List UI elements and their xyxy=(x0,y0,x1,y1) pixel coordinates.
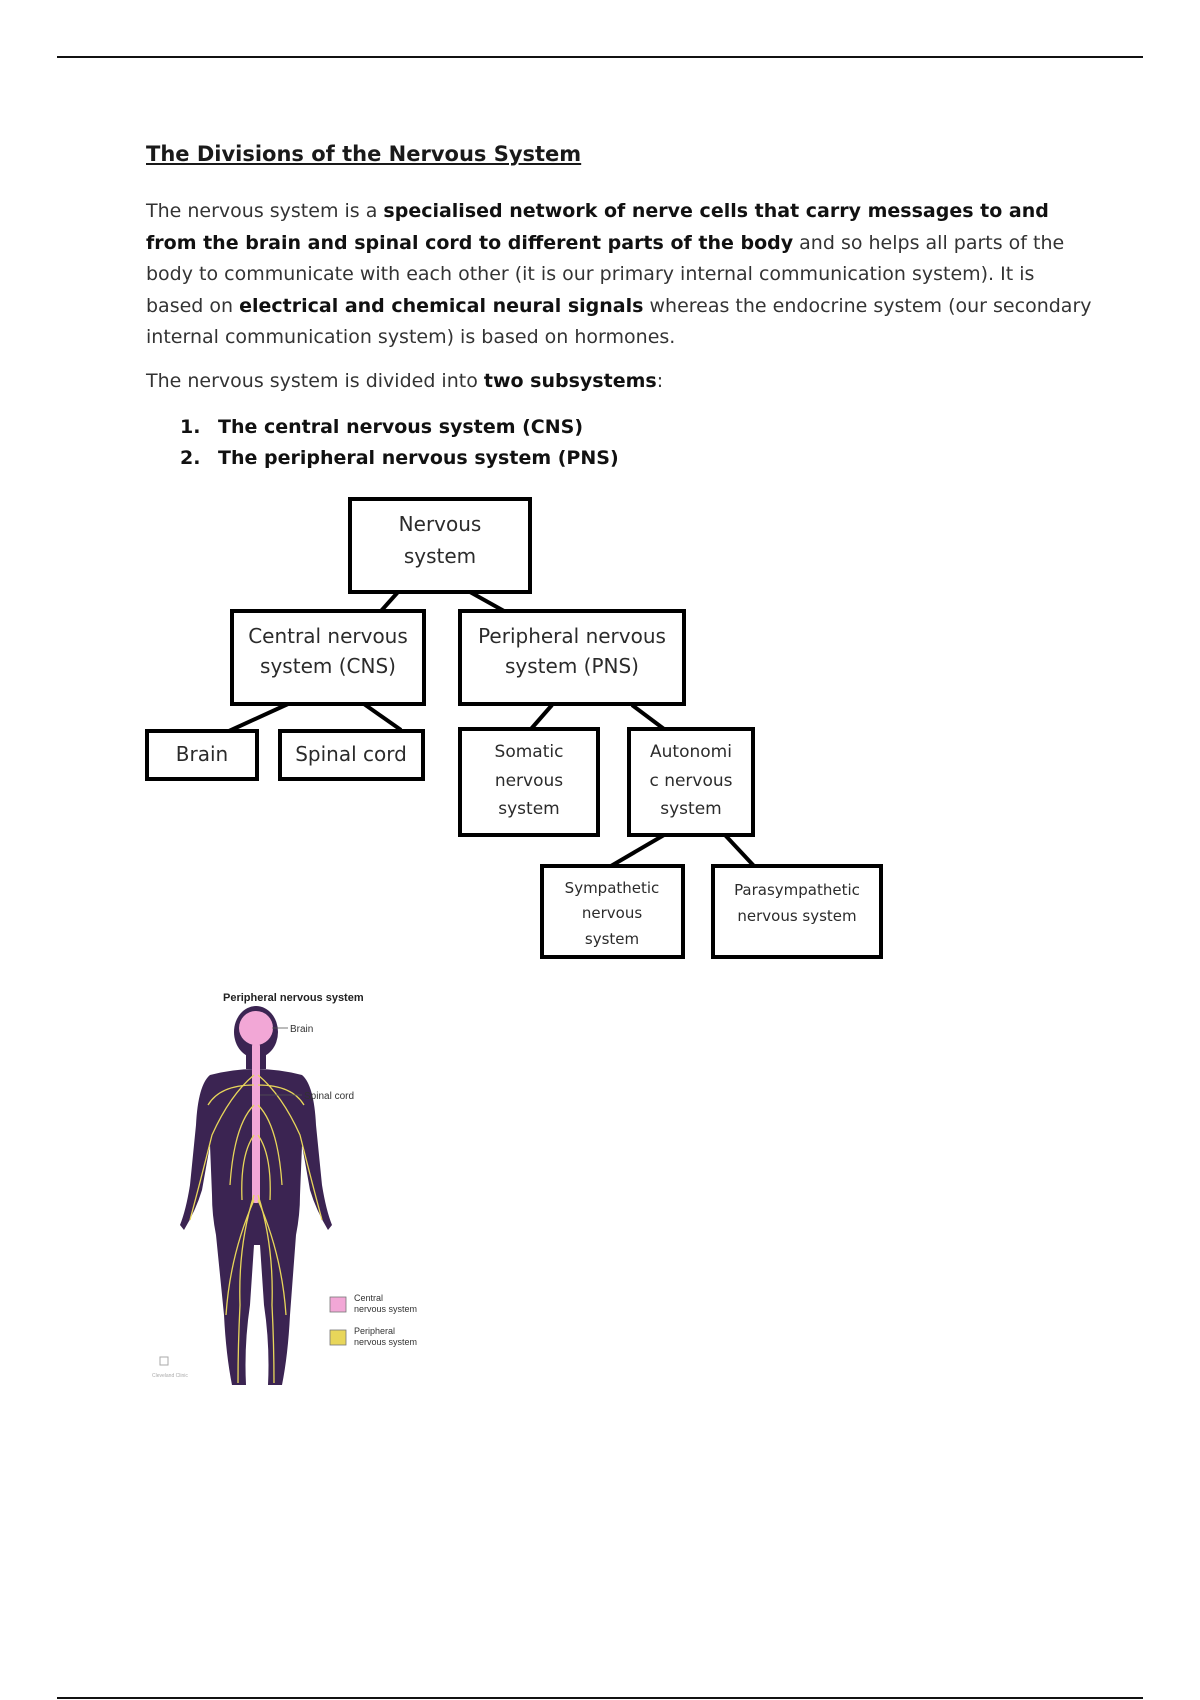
node-spinal-cord xyxy=(278,729,425,781)
node-brain xyxy=(145,729,259,781)
diagram-connectors xyxy=(228,590,756,868)
cns-overlay xyxy=(239,1011,273,1203)
subsystems-bold: two subsystems xyxy=(483,370,657,392)
intro-bold-run: electrical and chemical neural signals xyxy=(239,294,644,317)
subsystems-suffix: : xyxy=(656,370,664,392)
legend-swatch-peripheral xyxy=(329,1329,347,1346)
document-body: The Divisions of the Nervous System The … xyxy=(146,142,1092,469)
node-pns xyxy=(458,609,686,706)
node-brain-label: Brain xyxy=(176,742,228,766)
node-parasympathetic xyxy=(711,864,883,959)
intro-text-run: and so helps all parts of the body to co… xyxy=(146,231,1065,317)
node-cns xyxy=(230,609,426,706)
list-item: 2.The peripheral nervous system (PNS) xyxy=(180,447,619,469)
pns-overlay xyxy=(189,1074,323,1384)
label-brain: Brain xyxy=(290,1024,313,1035)
legend-swatch-central xyxy=(329,1296,347,1313)
node-spinal-cord-label: Spinal cord xyxy=(295,742,407,766)
page-title: The Divisions of the Nervous System xyxy=(146,142,582,166)
intro-bold-run: specialised network of nerve cells that … xyxy=(146,200,1049,254)
subsystems-list: 1.The central nervous system (CNS) 2.The… xyxy=(180,412,619,474)
top-rule xyxy=(57,56,1143,58)
bottom-rule xyxy=(57,1697,1143,1699)
label-spinal-cord: Spinal cord xyxy=(304,1091,354,1102)
node-nervous-system xyxy=(348,497,532,594)
svg-text:Cleveland Clinic: Cleveland Clinic xyxy=(152,1373,188,1379)
node-sympathetic xyxy=(540,864,685,959)
intro-paragraph: The nervous system is a specialised netw… xyxy=(146,196,1096,354)
intro-text-run: The nervous system is a xyxy=(146,200,384,222)
watermark-logo: Cleveland Clinic xyxy=(152,1356,188,1379)
illustration-title: Peripheral nervous system xyxy=(223,992,364,1004)
node-somatic xyxy=(458,727,600,837)
subsystems-paragraph: The nervous system is divided into two s… xyxy=(146,366,663,398)
intro-text-run: whereas the endocrine system (our second… xyxy=(146,294,1092,349)
subsystems-text: The nervous system is divided into xyxy=(146,370,484,392)
nervous-system-illustration: Peripheral nervous system Brain Spinal c… xyxy=(152,992,417,1385)
list-item: 1.The central nervous system (CNS) xyxy=(180,416,584,438)
node-autonomic xyxy=(627,727,755,837)
